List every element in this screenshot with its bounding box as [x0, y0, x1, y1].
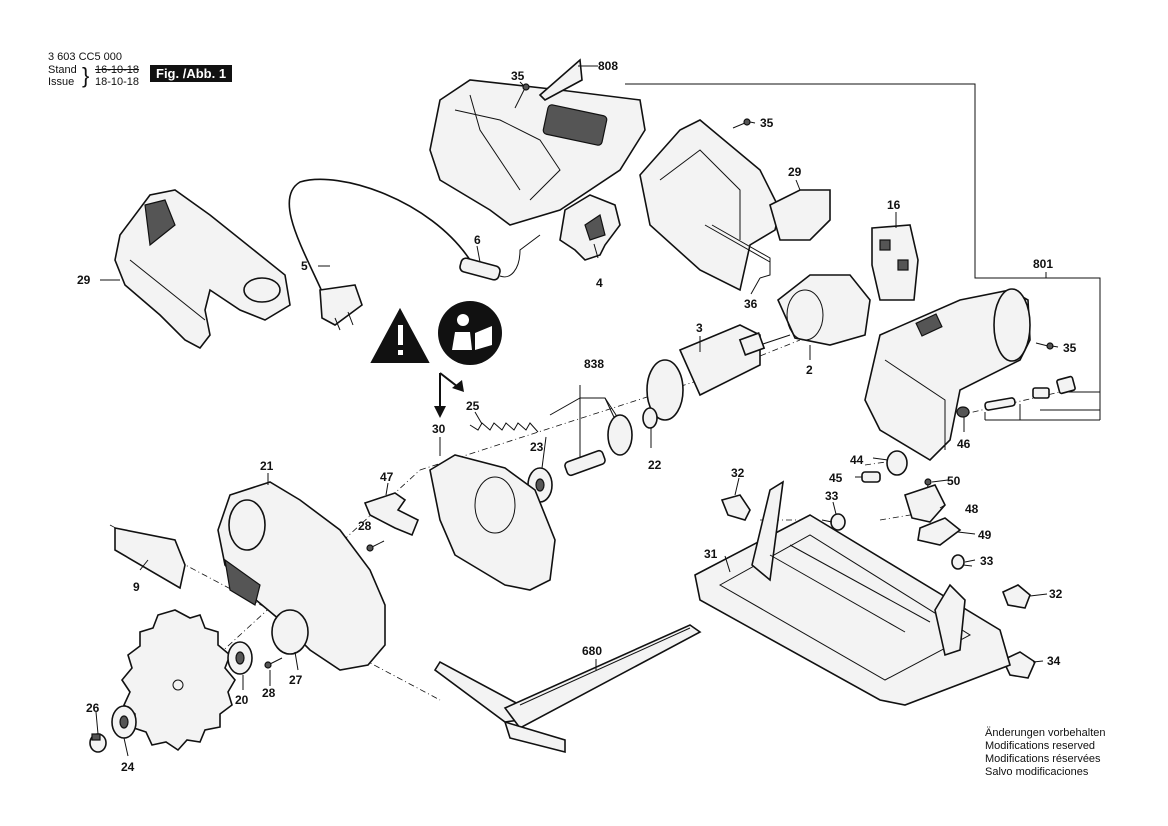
armature [646, 324, 791, 421]
note-de: Änderungen vorbehalten [985, 727, 1106, 739]
label-35-top: 35 [511, 69, 525, 83]
label-47: 47 [380, 470, 394, 484]
label-680: 680 [582, 644, 602, 658]
stand-date: 16-10-18 [95, 64, 140, 76]
left-handle-grip [114, 189, 291, 350]
label-27: 27 [289, 673, 303, 687]
spring [469, 422, 539, 433]
label-28-lever: 28 [358, 519, 372, 533]
issue-label: Issue [48, 76, 75, 88]
knob-32-top [720, 494, 751, 521]
note-fr: Modifications réservées [985, 753, 1101, 765]
label-838: 838 [584, 357, 604, 371]
base-plate [694, 480, 1011, 706]
switch-assembly [559, 194, 621, 261]
label-20: 20 [235, 693, 249, 707]
label-801: 801 [1033, 257, 1053, 271]
bearing-44 [886, 450, 908, 476]
brush-holder [871, 224, 919, 301]
carbon-brushes [984, 375, 1076, 411]
screw-33-right [951, 554, 973, 570]
label-49: 49 [978, 528, 992, 542]
label-29-cover: 29 [788, 165, 802, 179]
label-46: 46 [957, 437, 971, 451]
bushing-45 [861, 471, 881, 483]
label-23: 23 [530, 440, 544, 454]
guard-lever [363, 492, 420, 537]
label-32-top: 32 [731, 466, 745, 480]
bevel-lock-48 [904, 484, 946, 523]
label-808: 808 [598, 59, 618, 73]
screw-28-lever [366, 540, 385, 552]
label-30: 30 [432, 422, 446, 436]
screw-35-handle [732, 118, 751, 129]
label-32-right: 32 [1049, 587, 1063, 601]
saw-blade [121, 609, 236, 752]
stand-label: Stand [48, 64, 77, 76]
label-35-motor: 35 [1063, 341, 1077, 355]
issue-date: 18-10-18 [95, 76, 140, 88]
label-2: 2 [806, 363, 813, 377]
drawing-number: 3 603 CC5 000 [48, 51, 122, 63]
riving-knife [114, 527, 186, 590]
label-26: 26 [86, 701, 100, 715]
bracket-brace: } [82, 63, 90, 88]
bevel-lock-49 [917, 517, 962, 546]
modification-notes: Änderungen vorbehalten Modifications res… [985, 727, 1105, 779]
label-35-handle: 35 [760, 116, 774, 130]
motor-housing-half [429, 58, 646, 226]
label-44: 44 [850, 453, 864, 467]
power-cord [288, 178, 541, 331]
label-34: 34 [1047, 654, 1061, 668]
lower-blade-guard [429, 454, 556, 591]
washer-46 [956, 406, 970, 418]
clamping-screw [89, 733, 107, 753]
note-en: Modifications reserved [985, 740, 1096, 752]
label-3: 3 [696, 321, 703, 335]
label-48: 48 [965, 502, 979, 516]
outer-flange [111, 705, 137, 739]
direction-arrow [434, 372, 464, 418]
upper-blade-guard [217, 481, 386, 671]
screw-35-motor [1035, 342, 1054, 350]
label-25: 25 [466, 399, 480, 413]
note-es: Salvo modificaciones [985, 766, 1089, 778]
gear-shaft-assembly [527, 407, 658, 503]
label-50: 50 [947, 474, 961, 488]
knob-34 [1001, 651, 1037, 679]
label-36: 36 [744, 297, 758, 311]
label-45: 45 [829, 471, 843, 485]
label-6: 6 [474, 233, 481, 247]
figure-badge: Fig. /Abb. 1 [150, 65, 233, 82]
label-4: 4 [596, 276, 603, 290]
label-33-right: 33 [980, 554, 994, 568]
label-leaders [95, 65, 1059, 757]
handle-half [639, 119, 831, 292]
part-labels: 808 35 35 35 29 29 16 6 5 4 36 801 3 2 8… [77, 59, 1077, 774]
label-5: 5 [301, 259, 308, 273]
motor-housing [864, 288, 1031, 462]
label-9: 9 [133, 580, 140, 594]
label-31: 31 [704, 547, 718, 561]
label-33-top: 33 [825, 489, 839, 503]
label-29-handle: 29 [77, 273, 91, 287]
screw-28-flange [264, 657, 283, 669]
screw-33-top [821, 513, 846, 531]
stator [777, 274, 871, 346]
knob-32-right [1001, 584, 1031, 609]
label-16: 16 [887, 198, 901, 212]
warning-triangle-icon [370, 307, 430, 363]
parallel-guide [433, 624, 702, 754]
label-24: 24 [121, 760, 135, 774]
label-22: 22 [648, 458, 662, 472]
label-21: 21 [260, 459, 274, 473]
inner-flange [227, 641, 253, 675]
label-28-flange: 28 [262, 686, 276, 700]
screw-35-top [514, 83, 530, 109]
read-manual-icon [438, 301, 502, 365]
